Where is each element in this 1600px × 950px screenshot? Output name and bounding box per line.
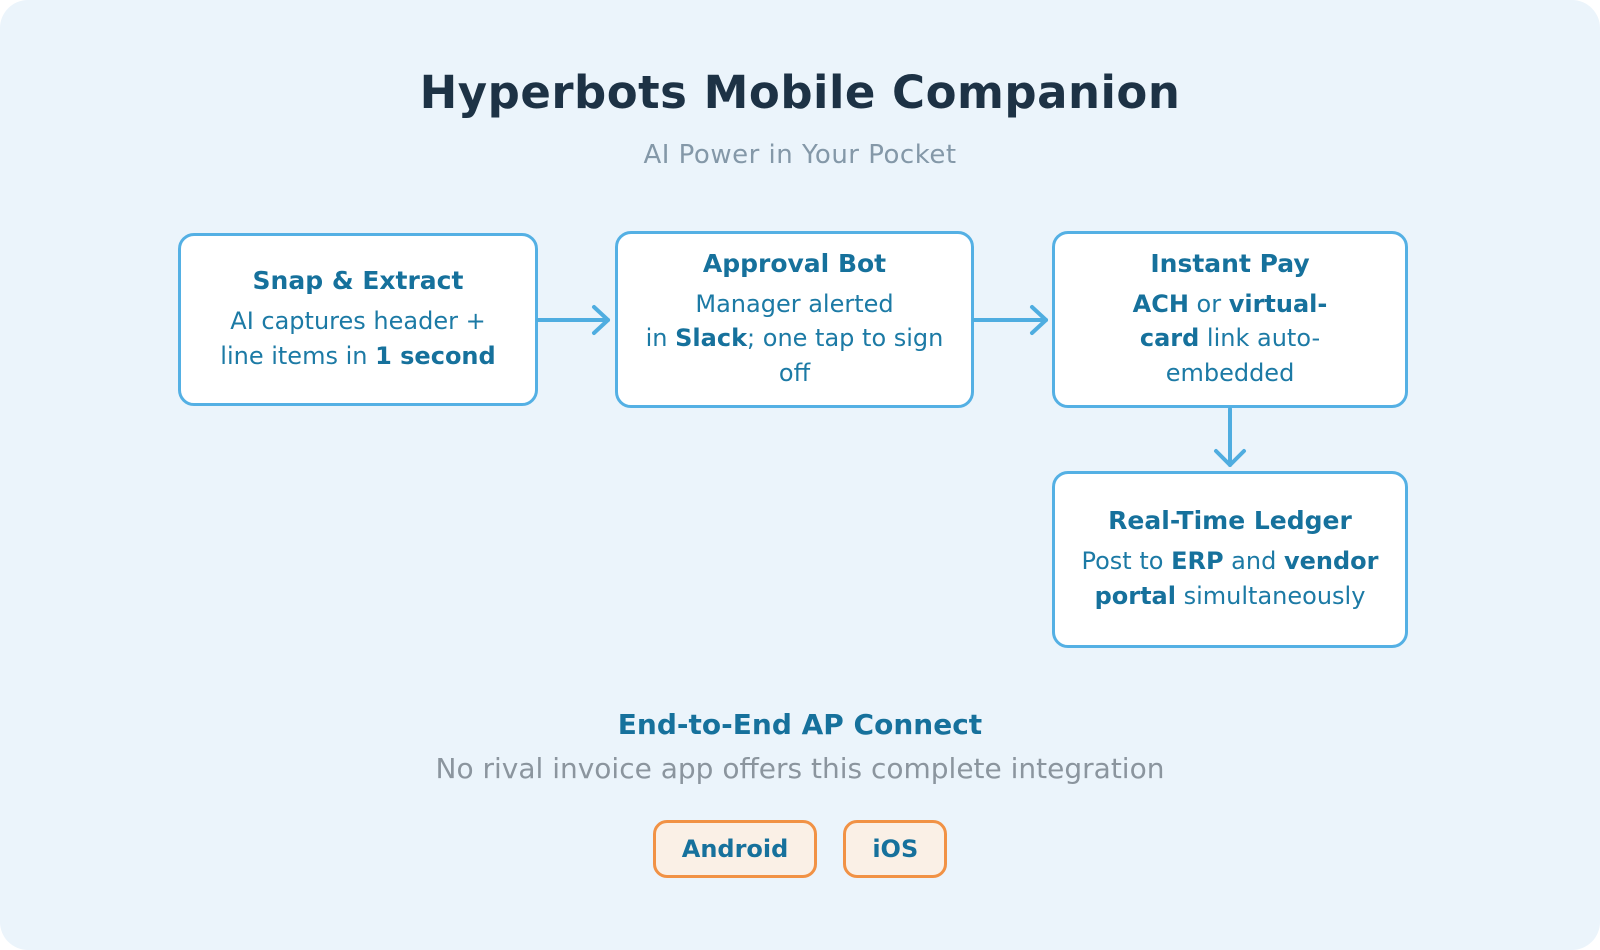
node-body: AI captures header + line items in 1 sec… bbox=[220, 307, 496, 370]
arrow-down-icon bbox=[1206, 407, 1254, 471]
flow-node-snap-extract: Snap & Extract AI captures header + line… bbox=[178, 233, 538, 406]
footer-title: End-to-End AP Connect bbox=[617, 708, 983, 741]
page-subtitle: AI Power in Your Pocket bbox=[643, 140, 957, 170]
node-title: Snap & Extract bbox=[252, 266, 464, 296]
footer-subtitle: No rival invoice app offers this complet… bbox=[435, 752, 1165, 785]
node-title: Real-Time Ledger bbox=[1108, 506, 1352, 536]
node-body: Post to ERP and vendor portal simultaneo… bbox=[1081, 547, 1379, 610]
ios-badge[interactable]: iOS bbox=[843, 820, 948, 878]
android-badge[interactable]: Android bbox=[652, 820, 818, 878]
flow-node-approval-bot: Approval Bot Manager alerted in Slack; o… bbox=[615, 231, 974, 408]
arrow-right-icon bbox=[536, 299, 616, 341]
node-title: Instant Pay bbox=[1150, 249, 1310, 279]
node-body: Manager alerted in Slack; one tap to sig… bbox=[645, 290, 944, 387]
platform-badges: Android iOS bbox=[0, 820, 1600, 878]
node-title: Approval Bot bbox=[702, 249, 887, 279]
flow-node-instant-pay: Instant Pay ACH or virtual- card link au… bbox=[1052, 231, 1408, 408]
page-title: Hyperbots Mobile Companion bbox=[419, 66, 1181, 119]
arrow-right-icon bbox=[972, 299, 1052, 341]
flow-node-real-time-ledger: Real-Time Ledger Post to ERP and vendor … bbox=[1052, 471, 1408, 648]
node-body: ACH or virtual- card link auto- embedded bbox=[1132, 290, 1328, 387]
